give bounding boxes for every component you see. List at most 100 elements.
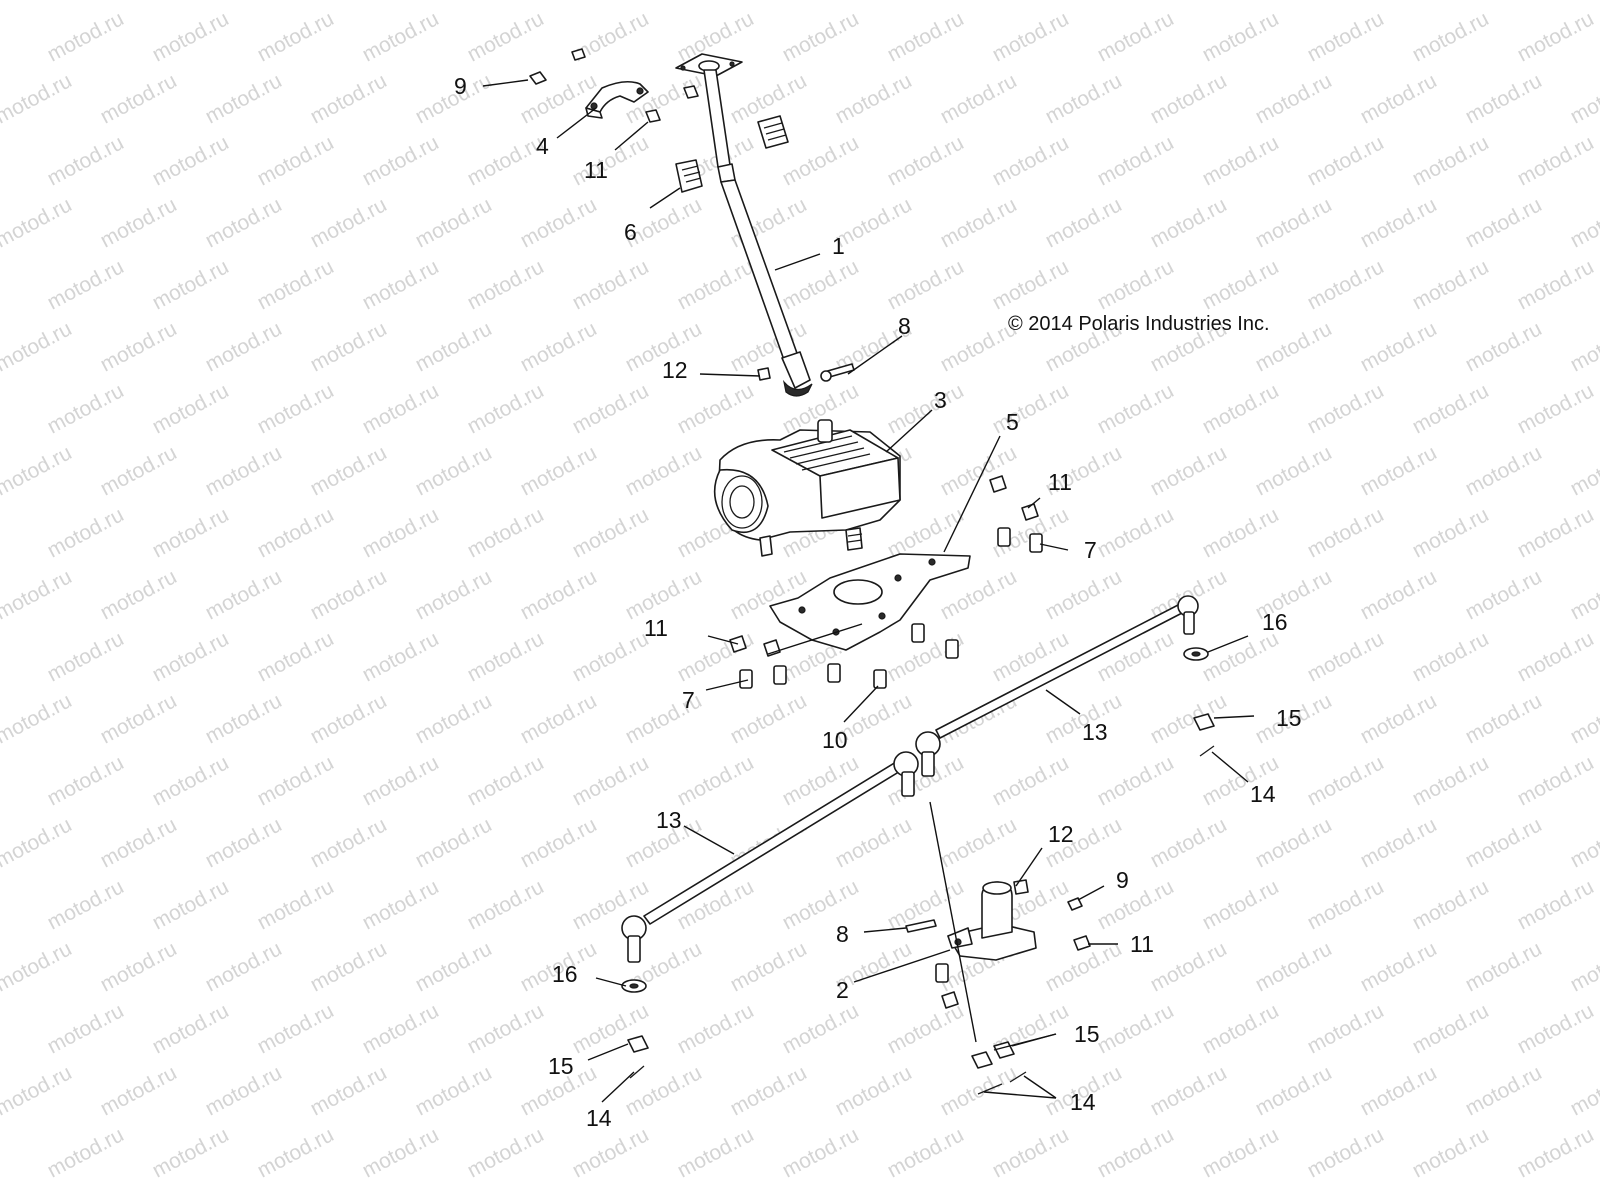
watermark-text: motod.ru — [779, 1123, 863, 1182]
watermark-text: motod.ru — [97, 689, 181, 748]
watermark-text: motod.ru — [727, 689, 811, 748]
watermark-text: motod.ru — [254, 751, 338, 810]
watermark-text: motod.ru — [674, 255, 758, 314]
watermark-text: motod.ru — [44, 255, 128, 314]
watermark-text: motod.ru — [1147, 69, 1231, 128]
watermark-text: motod.ru — [1199, 7, 1283, 66]
watermark-text: motod.ru — [1567, 813, 1600, 872]
watermark-text: motod.ru — [0, 317, 76, 376]
watermark-text: motod.ru — [1304, 999, 1388, 1058]
watermark-text: motod.ru — [1409, 255, 1493, 314]
watermark-text: motod.ru — [937, 193, 1021, 252]
watermark-text: motod.ru — [884, 7, 968, 66]
callout-8-upper: 8 — [898, 313, 911, 339]
watermark-text: motod.ru — [412, 441, 496, 500]
watermark-text: motod.ru — [779, 131, 863, 190]
watermark-text: motod.ru — [149, 255, 233, 314]
watermark-text: motod.ru — [97, 565, 181, 624]
callout-11-mid-right: 11 — [1048, 469, 1072, 495]
watermark-text: motod.ru — [1199, 503, 1283, 562]
watermark-text: motod.ru — [884, 379, 968, 438]
watermark-text: motod.ru — [359, 627, 443, 686]
watermark-text: motod.ru — [97, 0, 181, 4]
watermark-text: motod.ru — [989, 627, 1073, 686]
watermark-text: motod.ru — [1304, 255, 1388, 314]
watermark-text: motod.ru — [359, 379, 443, 438]
watermark-text: motod.ru — [464, 7, 548, 66]
callout-15-right: 15 — [1276, 705, 1302, 731]
watermark-text: motod.ru — [937, 1061, 1021, 1120]
callout-7-left: 7 — [682, 687, 695, 713]
watermark-text: motod.ru — [1147, 937, 1231, 996]
watermark-text: motod.ru — [1357, 441, 1441, 500]
callout-12-upper: 12 — [662, 357, 688, 383]
watermark-text: motod.ru — [464, 255, 548, 314]
watermark-text: motod.ru — [412, 193, 496, 252]
watermark-text: motod.ru — [149, 131, 233, 190]
watermark-text: motod.ru — [44, 999, 128, 1058]
watermark-text: motod.ru — [1304, 875, 1388, 934]
callout-15-left: 15 — [548, 1053, 574, 1079]
watermark-text: motod.ru — [359, 7, 443, 66]
watermark-text: motod.ru — [1304, 627, 1388, 686]
watermark-text: motod.ru — [1567, 689, 1600, 748]
watermark-text: motod.ru — [989, 751, 1073, 810]
watermark-text: motod.ru — [464, 751, 548, 810]
watermark-text: motod.ru — [1409, 627, 1493, 686]
watermark-text: motod.ru — [517, 317, 601, 376]
watermark-text: motod.ru — [1462, 937, 1546, 996]
leader-lines — [482, 79, 1255, 1103]
watermark-text: motod.ru — [1357, 1061, 1441, 1120]
watermark-text: motod.ru — [1514, 131, 1598, 190]
watermark-text: motod.ru — [569, 379, 653, 438]
watermark-text: motod.ru — [517, 441, 601, 500]
watermark-text: motod.ru — [517, 565, 601, 624]
watermark-text: motod.ru — [1357, 813, 1441, 872]
watermark-text: motod.ru — [622, 0, 706, 4]
watermark-text: motod.ru — [1409, 751, 1493, 810]
steering-column — [675, 53, 813, 397]
watermark-text: motod.ru — [1147, 689, 1231, 748]
watermark-text: motod.ru — [569, 751, 653, 810]
watermark-text: motod.ru — [989, 379, 1073, 438]
watermark-text: motod.ru — [779, 875, 863, 934]
watermark-text: motod.ru — [0, 565, 76, 624]
watermark-text: motod.ru — [884, 503, 968, 562]
watermark-text: motod.ru — [254, 255, 338, 314]
watermark-text: motod.ru — [937, 813, 1021, 872]
watermark-text: motod.ru — [674, 1123, 758, 1182]
watermark-text: motod.ru — [0, 69, 76, 128]
callout-14-right: 14 — [1250, 781, 1276, 807]
watermark-text: motod.ru — [569, 131, 653, 190]
watermark-text: motod.ru — [149, 999, 233, 1058]
watermark-text: motod.ru — [97, 69, 181, 128]
watermark-text: motod.ru — [254, 503, 338, 562]
watermark-text: motod.ru — [1199, 875, 1283, 934]
callout-11-upper: 11 — [584, 157, 608, 183]
watermark-text: motod.ru — [202, 69, 286, 128]
watermark-text: motod.ru — [622, 1061, 706, 1120]
watermark-text: motod.ru — [832, 0, 916, 4]
watermark-text: motod.ru — [307, 193, 391, 252]
watermark-text: motod.ru — [149, 875, 233, 934]
watermark-text: motod.ru — [1357, 317, 1441, 376]
tie-rod-right — [915, 595, 1199, 777]
watermark-text: motod.ru — [97, 937, 181, 996]
watermark-text: motod.ru — [464, 379, 548, 438]
watermark-text: motod.ru — [832, 813, 916, 872]
callout-5: 5 — [1006, 409, 1019, 435]
watermark-text: motod.ru — [517, 69, 601, 128]
watermark-text: motod.ru — [989, 1123, 1073, 1182]
watermark-text: motod.ru — [517, 0, 601, 4]
watermark-text: motod.ru — [1567, 1061, 1600, 1120]
callout-11-mid-left: 11 — [644, 615, 668, 641]
watermark-text: motod.ru — [44, 503, 128, 562]
watermark-text: motod.ru — [1199, 627, 1283, 686]
watermark-text: motod.ru — [1199, 379, 1283, 438]
watermark-text: motod.ru — [674, 999, 758, 1058]
callout-14-left: 14 — [586, 1105, 612, 1131]
watermark-text: motod.ru — [44, 1123, 128, 1182]
watermark-text: motod.ru — [1514, 751, 1598, 810]
watermark-text: motod.ru — [1252, 813, 1336, 872]
